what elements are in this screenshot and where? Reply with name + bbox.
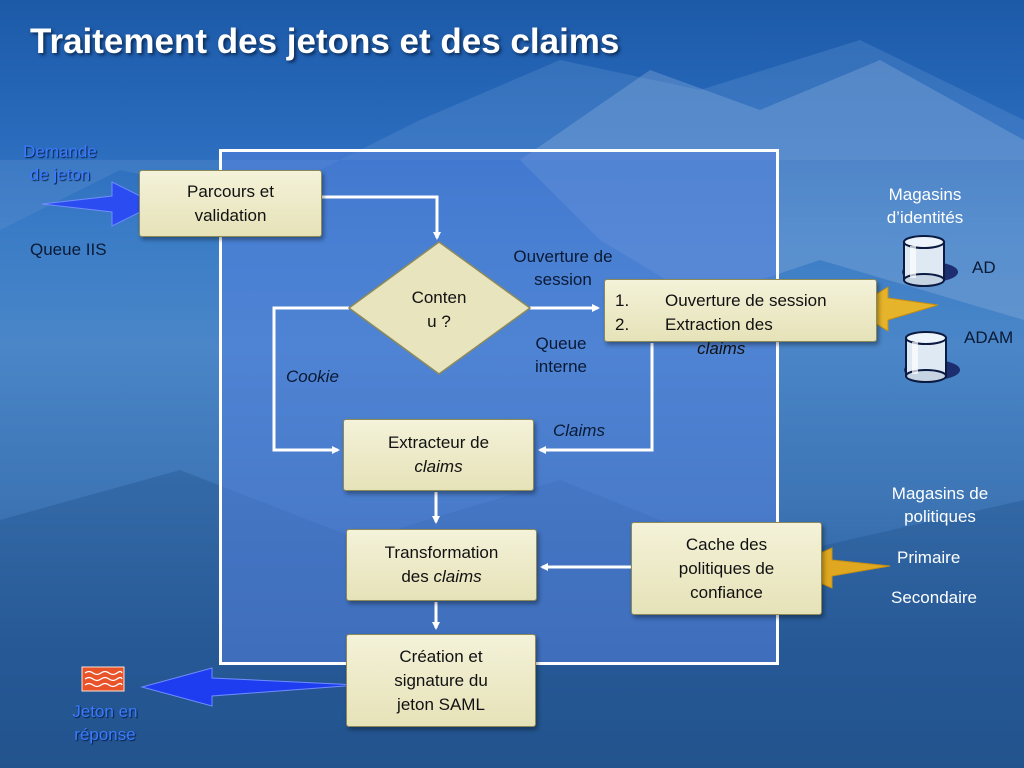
database-ad-icon [902,235,958,287]
extracteur-line1: Extracteur de [387,433,490,452]
queue-iis-label: Queue IIS [30,240,107,259]
session-item-2: 2. Extraction des claims [615,313,875,358]
cache-line1: Cache des [685,534,768,554]
policy-stores-line1: Magasins de [891,484,989,503]
response-label: Jeton en réponse [55,700,155,746]
connector-parcours-to-decision [322,195,441,240]
database-adam-icon [904,331,960,383]
session-item-1-text: Ouverture de session [665,291,827,310]
cookie-label: Cookie [286,367,339,386]
parcours-line2: validation [194,205,267,225]
session-box[interactable]: 1. Ouverture de session 2. Extraction de… [604,279,877,358]
request-line2: de jeton [29,165,91,184]
page-title: Traitement des jetons et des claims [30,22,620,61]
queue-interne-line2: interne [535,357,587,376]
connector-cookie [272,306,349,454]
ouverture-line2: session [534,270,592,289]
session-item-1: 1. Ouverture de session [615,289,875,313]
identity-stores-line2: d’identités [886,208,964,227]
parcours-validation-box[interactable]: Parcours et validation [139,170,322,237]
policy-stores-label: Magasins de politiques [876,482,1004,528]
creation-line3: jeton SAML [397,694,485,714]
request-label: Demande de jeton [10,140,110,186]
session-item-2-italic: claims [697,339,746,358]
extracteur-box[interactable]: Extracteur de claims [343,419,534,491]
transformation-line2-plain: des [401,567,434,586]
response-line1: Jeton en [72,702,138,721]
creation-line1: Création et [399,646,483,666]
queue-interne-label: Queue interne [520,332,602,378]
ouverture-label: Ouverture de session [500,245,626,291]
parcours-line1: Parcours et [187,181,274,201]
primaire-label: Primaire [897,548,961,567]
decision-label: Conten u ? [392,286,486,334]
claims-label: Claims [553,421,605,440]
transformation-line2: des claims [385,565,499,589]
secondaire-label: Secondaire [891,588,978,607]
transformation-box[interactable]: Transformation des claims [346,529,537,601]
cache-line2: politiques de [678,558,775,578]
session-item-2-num: 2. [615,315,630,334]
request-line1: Demande [23,142,97,161]
session-item-2-text: Extraction des claims [665,313,777,361]
response-line2: réponse [74,725,136,744]
transformation-line1: Transformation [384,543,499,562]
decision-label-line2: u ? [427,312,451,331]
transformation-line2-italic: claims [433,567,482,586]
identity-stores-label: Magasins d’identités [866,183,984,229]
ouverture-line1: Ouverture de [513,247,613,266]
policy-stores-line2: politiques [904,507,976,526]
queue-interne-line1: Queue [535,334,587,353]
response-arrow [140,667,359,707]
decision-diamond [347,241,532,375]
token-document-icon [81,666,125,692]
identity-stores-line1: Magasins [888,185,962,204]
creation-line2: signature du [394,670,488,690]
cache-box[interactable]: Cache des politiques de confiance [631,522,822,615]
session-item-1-num: 1. [615,291,630,310]
connector-claims [538,343,654,454]
adam-label: ADAM [964,328,1014,347]
decision-label-line1: Conten [411,288,467,307]
ad-label: AD [972,258,996,277]
extracteur-line2: claims [414,457,463,476]
creation-box[interactable]: Création et signature du jeton SAML [346,634,536,727]
cache-line3: confiance [690,582,763,602]
session-item-2-plain: Extraction des [665,315,778,334]
